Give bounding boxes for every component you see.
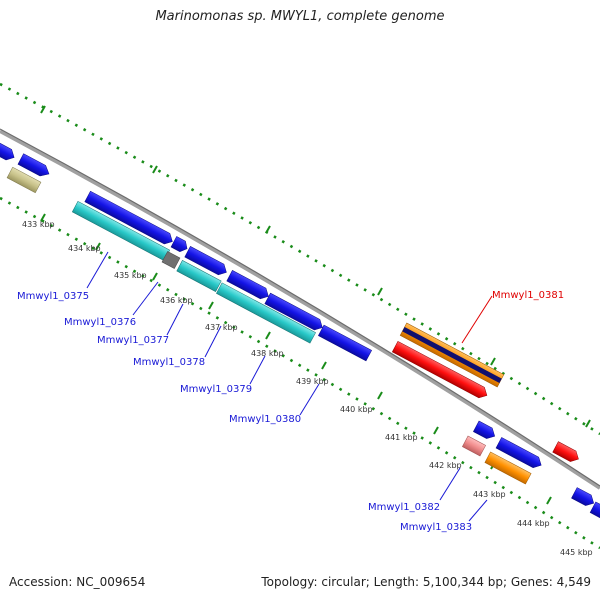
gene-label: Mmwyl1_0377 [97,335,169,346]
scale-label: 445 kbp [560,548,593,557]
gene-arrow-blue [473,420,496,439]
gene-arrow-blue [318,324,372,362]
scale-label: 439 kbp [296,377,329,386]
gene-label: Mmwyl1_0382 [368,502,440,513]
gene-arrow-blue [0,139,15,161]
gene-arrow-blue [17,153,50,177]
scale-label: 436 kbp [160,296,193,305]
outer-tick-track [0,82,600,436]
gene-arrow-blue [184,246,227,276]
gene-arrow-blue [226,270,269,300]
gene-labels: Mmwyl1_0375 Mmwyl1_0376 Mmwyl1_0377 Mmwy… [17,290,564,533]
scale-label: 433 kbp [22,220,55,229]
scale-label: 435 kbp [114,271,147,280]
gene-block-gray [161,251,181,269]
genome-summary-text: Topology: circular; Length: 5,100,344 bp… [261,575,591,589]
gene-arrow-blue [170,236,188,252]
gene-arrow-blue [571,487,595,506]
gene-arrow-blue [264,292,323,331]
scale-labels: 433 kbp 434 kbp 435 kbp 436 kbp 437 kbp … [22,220,593,557]
gene-label: Mmwyl1_0379 [180,384,252,395]
map-title: Marinomonas sp. MWYL1, complete genome [155,9,445,24]
inner-tick-track [0,196,600,550]
gene-arrow-blue [84,190,173,245]
gene-label: Mmwyl1_0376 [64,317,136,328]
genome-map: 433 kbp 434 kbp 435 kbp 436 kbp 437 kbp … [0,82,600,557]
gene-arrow-red [391,340,488,399]
scale-label: 444 kbp [517,519,550,528]
scale-label: 437 kbp [205,323,238,332]
gene-block-cyan [176,260,222,292]
gene-label: Mmwyl1_0383 [400,522,472,533]
gene-block-navy [402,326,502,384]
gene-arrow-blue [589,501,600,522]
leader-lines [86,251,493,522]
gene-arrow-blue [495,437,542,469]
outer-major-ticks [40,105,591,428]
scale-label: 438 kbp [251,349,284,358]
gene-block-pink [462,435,486,457]
gene-block-orange [484,451,532,485]
scale-label: 434 kbp [68,244,101,253]
gene-arrow-red [552,441,579,462]
gene-label: Mmwyl1_0380 [229,414,301,425]
scale-label: 443 kbp [473,490,506,499]
scale-label: 441 kbp [385,433,418,442]
gene-block-cyan [216,282,316,344]
gene-label: Mmwyl1_0375 [17,291,89,302]
gene-label: Mmwyl1_0378 [133,357,205,368]
gene-block-olive [6,166,42,194]
gene-label: Mmwyl1_0381 [492,290,564,301]
accession-text: Accession: NC_009654 [9,575,146,589]
scale-label: 440 kbp [340,405,373,414]
genome-backbone [0,129,600,490]
scale-label: 442 kbp [429,461,462,470]
